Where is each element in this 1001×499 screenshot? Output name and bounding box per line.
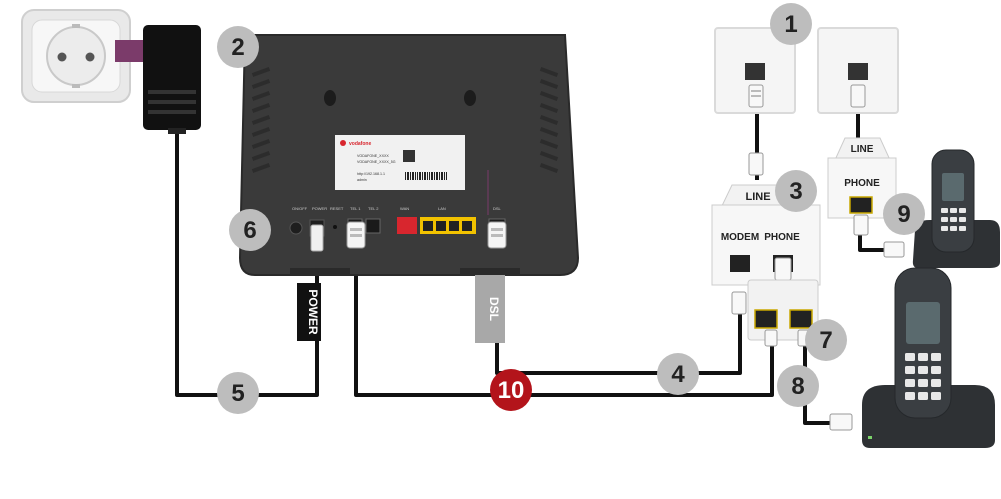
- splitter-modem-label: MODEM: [721, 232, 759, 243]
- telephone-wall-socket: [714, 27, 796, 176]
- small-cordless-phone: [912, 149, 1000, 268]
- adapter-line-label: LINE: [851, 144, 874, 155]
- power-tag: POWER: [297, 283, 321, 341]
- modem-plug: [731, 291, 747, 315]
- dsl-tag-label: DSL: [487, 297, 501, 321]
- phone-cable-tel1: [354, 248, 774, 397]
- sticker-brand: vodafone: [349, 141, 371, 147]
- line-phone-adapter: LINE PHONE: [827, 137, 897, 236]
- sticker-url: http://192.168.1.1: [357, 172, 385, 176]
- tel2-port: [365, 218, 381, 234]
- router-vents-left: [251, 67, 271, 173]
- barcode-icon: [405, 172, 447, 180]
- badge-5: 5: [217, 372, 259, 414]
- svg-text:10: 10: [498, 377, 525, 404]
- power-tag-label: POWER: [306, 289, 320, 335]
- splitter-line-label: LINE: [745, 191, 770, 203]
- port-label-tel2: TEL 2: [368, 206, 379, 211]
- port-label-onoff: ON/OFF: [292, 206, 308, 211]
- sticker-ssid-5g: VODAFONE_XXXX_5G: [357, 160, 396, 164]
- reset-button[interactable]: [333, 225, 337, 229]
- power-adapter: [115, 25, 201, 134]
- svg-text:3: 3: [789, 178, 802, 205]
- splitter-modem-port: [730, 255, 750, 272]
- phone-cable-9: [858, 230, 885, 252]
- splitter-phone-label: PHONE: [764, 232, 800, 243]
- port-label-wan: WAN: [400, 206, 409, 211]
- svg-text:1: 1: [784, 11, 797, 38]
- router-sticker: vodafone VODAFONE_XXXX VODAFONE_XXXX_5G …: [335, 135, 465, 190]
- badge-3: 3: [775, 170, 817, 212]
- power-plug: [310, 224, 324, 252]
- qr-code-icon: [403, 150, 415, 162]
- router: vodafone VODAFONE_XXXX VODAFONE_XXXX_5G …: [238, 34, 580, 276]
- wan-port: [397, 217, 417, 234]
- badge-7: 7: [805, 319, 847, 361]
- telephone-wall-socket-2: [817, 27, 899, 114]
- badge-8: 8: [777, 365, 819, 407]
- wall-jack-icon: [745, 63, 765, 80]
- svg-text:8: 8: [791, 373, 804, 400]
- socket-hole-right-icon: [85, 52, 95, 62]
- badge-4: 4: [657, 353, 699, 395]
- svg-text:5: 5: [231, 380, 244, 407]
- svg-text:2: 2: [231, 34, 244, 61]
- big-cordless-phone: [862, 267, 995, 448]
- svg-text:9: 9: [897, 201, 910, 228]
- badge-1: 1: [770, 3, 812, 45]
- badges: 1 2 3 4 5 6 7 8: [217, 3, 925, 414]
- sticker-user: admin: [357, 178, 367, 182]
- port-label-reset: RESET: [330, 206, 344, 211]
- svg-text:6: 6: [243, 217, 256, 244]
- onoff-button[interactable]: [289, 221, 303, 235]
- router-plugs: [310, 221, 507, 252]
- port-label-lan: LAN: [438, 206, 446, 211]
- mount-hole-right: [464, 90, 476, 106]
- big-phone-plug: [829, 413, 853, 431]
- sticker-ssid: VODAFONE_XXXX: [357, 154, 389, 158]
- vodafone-logo-icon: [340, 140, 346, 146]
- badge-9: 9: [883, 193, 925, 235]
- badge-10: 10: [490, 369, 532, 411]
- splitter-line-plug: [748, 152, 764, 176]
- adapter-phone-port: [849, 196, 873, 214]
- port-label-power: POWER: [312, 206, 327, 211]
- svg-text:4: 4: [671, 361, 685, 388]
- badge-2: 2: [217, 26, 259, 68]
- socket-hole-left-icon: [57, 52, 67, 62]
- port-label-tel1: TEL 1: [350, 206, 361, 211]
- router-vents-right: [539, 67, 559, 173]
- svg-text:7: 7: [819, 327, 832, 354]
- power-outlet: [21, 9, 131, 103]
- wall-jack-2-icon: [848, 63, 868, 80]
- mount-hole-left: [324, 90, 336, 106]
- badge-6: 6: [229, 209, 271, 251]
- small-phone-plug: [883, 241, 905, 258]
- dsl-tag: DSL: [475, 275, 505, 343]
- adapter-phone-label: PHONE: [844, 178, 880, 189]
- double-phone-adapter: [747, 279, 819, 347]
- port-label-dsl: DSL: [493, 206, 502, 211]
